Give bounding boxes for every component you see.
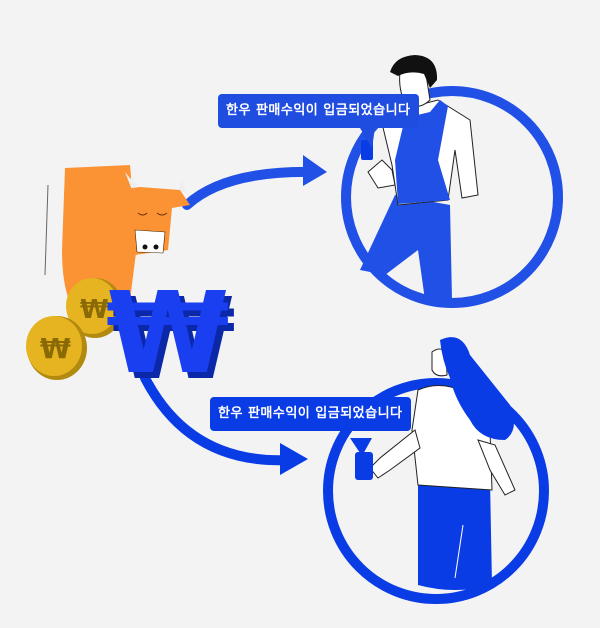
notification-bubble-farmer: 한우 판매수익이 입금되었습니다 <box>218 94 419 128</box>
woman-circle <box>323 378 549 604</box>
farmer-scene <box>341 55 563 308</box>
woman-hair <box>440 337 514 440</box>
notification-text: 한우 판매수익이 입금되었습니다 <box>226 103 411 118</box>
svg-text:₩: ₩ <box>106 269 230 399</box>
farmer-circle <box>341 86 563 308</box>
notification-text: 한우 판매수익이 입금되었습니다 <box>218 406 403 421</box>
svg-text:₩: ₩ <box>40 332 71 365</box>
won-symbol-icon: ₩ ₩ <box>106 269 236 405</box>
cow-illustration <box>44 165 190 319</box>
arrow-to-woman <box>140 373 308 475</box>
farmer-legs <box>360 195 452 300</box>
gold-coins: ₩ ₩ <box>26 278 123 380</box>
notification-bubble-woman: 한우 판매수익이 입금되었습니다 <box>210 397 411 431</box>
arrow-to-farmer <box>182 155 327 210</box>
woman-scene <box>323 337 549 604</box>
woman-phone-icon <box>355 452 373 480</box>
svg-text:₩: ₩ <box>80 295 109 325</box>
farmer-hair <box>390 55 438 88</box>
farmer-phone-icon <box>361 140 373 160</box>
svg-text:₩: ₩ <box>112 275 236 405</box>
